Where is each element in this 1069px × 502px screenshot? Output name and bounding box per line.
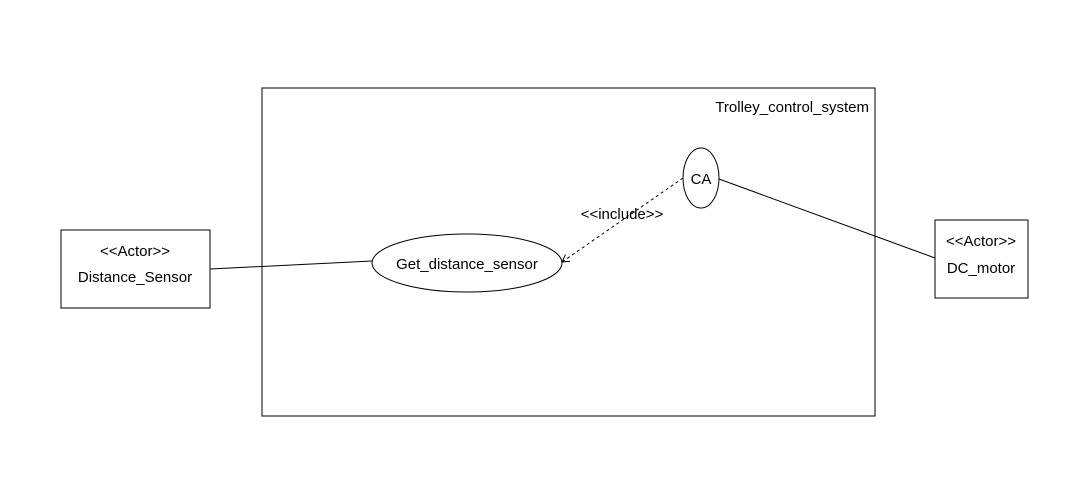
actor-dc-motor-box[interactable] — [934, 219, 1029, 299]
association-dc-motor — [718, 178, 936, 259]
association-distance-sensor — [209, 260, 373, 270]
use-case-ca-label: CA — [691, 171, 712, 188]
system-boundary[interactable] — [261, 87, 876, 417]
actor-distance-sensor[interactable]: <<Actor>> Distance_Sensor — [60, 229, 211, 309]
system-title: Trolley_control_system — [715, 99, 869, 116]
actor-dc-motor-stereotype: <<Actor>> — [946, 233, 1016, 250]
actor-distance-sensor-box[interactable] — [60, 229, 211, 309]
use-case-ca-shape[interactable] — [682, 147, 720, 209]
actor-distance-sensor-stereotype: <<Actor>> — [100, 243, 170, 260]
use-case-ca[interactable]: CA — [682, 147, 720, 209]
actor-dc-motor[interactable]: <<Actor>> DC_motor — [934, 219, 1029, 299]
use-case-get-distance-sensor[interactable]: Get_distance_sensor — [371, 233, 563, 293]
include-label: <<include>> — [581, 206, 664, 223]
use-case-get-distance-sensor-shape[interactable] — [371, 233, 563, 293]
include-arrow — [561, 177, 684, 263]
actor-distance-sensor-name: Distance_Sensor — [78, 269, 192, 286]
use-case-get-distance-sensor-label: Get_distance_sensor — [396, 256, 538, 273]
actor-dc-motor-name: DC_motor — [947, 260, 1015, 277]
